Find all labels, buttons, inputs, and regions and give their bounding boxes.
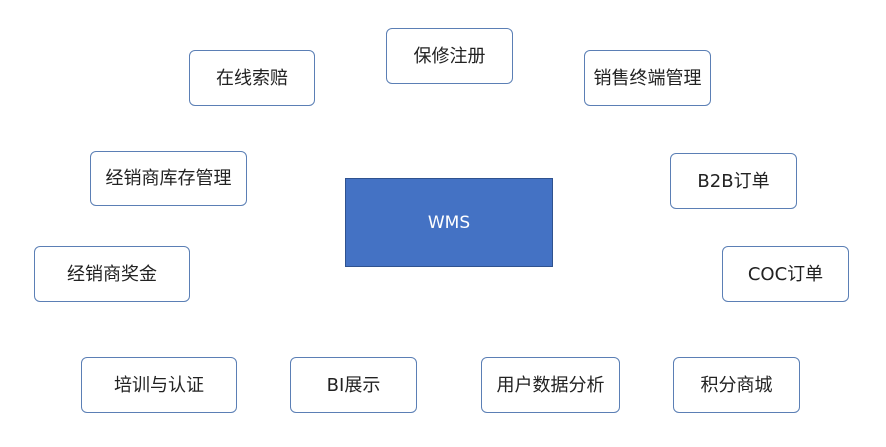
node-label: BI展示 <box>326 374 381 396</box>
node-label: 保修注册 <box>413 45 486 67</box>
node-label: 用户数据分析 <box>496 374 605 396</box>
node-label: 培训与认证 <box>114 374 204 396</box>
node-coc-order: COC订单 <box>722 246 849 302</box>
node-sales-terminal-management: 销售终端管理 <box>584 50 711 106</box>
center-wms-box: WMS <box>345 178 553 267</box>
node-label: 经销商库存管理 <box>105 168 232 189</box>
node-label: 在线索赔 <box>216 67 288 89</box>
node-label: 积分商城 <box>700 374 773 396</box>
node-dealer-bonus: 经销商奖金 <box>34 246 190 302</box>
node-label: 销售终端管理 <box>593 67 702 89</box>
node-points-mall: 积分商城 <box>673 357 800 413</box>
node-label: 经销商奖金 <box>67 263 157 285</box>
node-dealer-inventory-management: 经销商库存管理 <box>90 151 247 206</box>
node-user-data-analysis: 用户数据分析 <box>481 357 620 413</box>
node-label: B2B订单 <box>697 170 770 192</box>
node-b2b-order: B2B订单 <box>670 153 797 209</box>
node-training-certification: 培训与认证 <box>81 357 237 413</box>
node-warranty-registration: 保修注册 <box>386 28 513 84</box>
node-bi-display: BI展示 <box>290 357 417 413</box>
node-label: COC订单 <box>747 263 824 285</box>
center-label: WMS <box>427 212 471 233</box>
node-online-claim: 在线索赔 <box>189 50 315 106</box>
